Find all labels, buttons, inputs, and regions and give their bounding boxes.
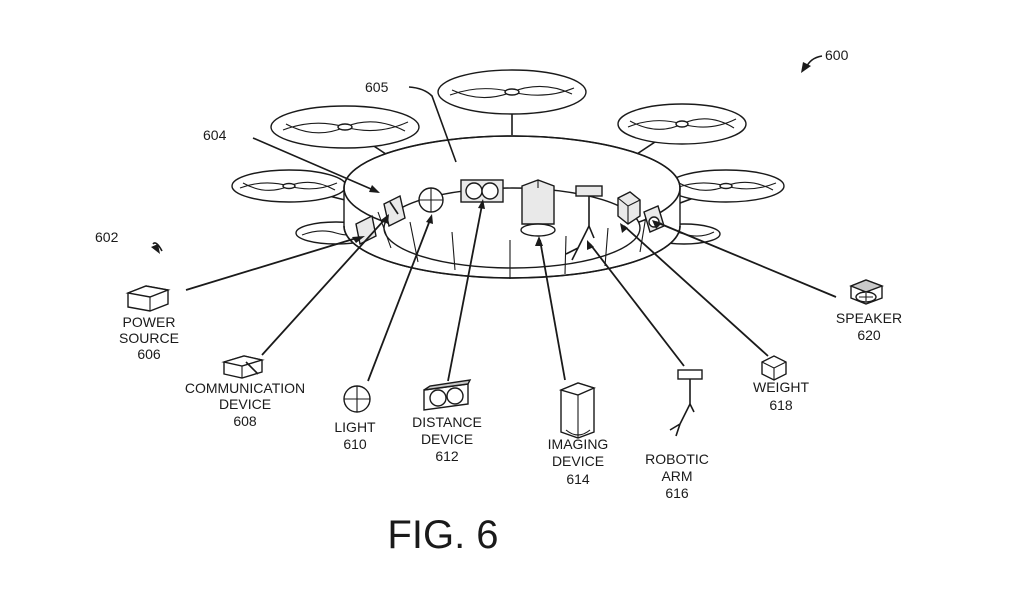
label-line: WEIGHT [753, 379, 809, 395]
dual-lens-icon [423, 379, 472, 411]
label-line: LIGHT [334, 419, 376, 435]
label-line: COMMUNICATION [185, 380, 305, 396]
label-line: SOURCE [119, 330, 179, 346]
robotic-arm-icon [669, 369, 703, 437]
antenna-box-icon [221, 355, 265, 379]
ref-600: 600 [825, 47, 849, 63]
label-line: DEVICE [219, 396, 271, 412]
body-distance-device [460, 179, 504, 203]
arrowheads [151, 185, 662, 254]
label-speaker: SPEAKER 620 [836, 310, 902, 343]
label-ref: 612 [435, 448, 459, 464]
speaker-icon [849, 279, 884, 305]
ref-604: 604 [203, 127, 227, 143]
label-line: ARM [661, 468, 692, 484]
figure-title: FIG. 6 [387, 513, 498, 557]
ref-605: 605 [365, 79, 389, 95]
label-ref: 614 [566, 471, 590, 487]
cube-icon [761, 355, 787, 381]
box-icon [125, 285, 171, 312]
body-imaging-device [520, 179, 556, 237]
body-communication-device [383, 194, 406, 228]
reference-arrow-600 [801, 55, 823, 73]
label-ref: 618 [769, 397, 793, 413]
propeller-back-left [270, 105, 420, 163]
drone-body [343, 135, 681, 279]
label-robotic-arm: ROBOTIC ARM 616 [645, 451, 709, 501]
propeller-top [437, 69, 587, 135]
label-ref: 610 [343, 436, 367, 452]
label-ref: 620 [857, 327, 881, 343]
label-line: POWER [123, 314, 176, 330]
light-bulb-icon [343, 385, 371, 413]
label-imaging-device: IMAGING DEVICE 614 [548, 436, 609, 487]
propeller-right [667, 169, 785, 207]
camera-cylinder-icon [558, 382, 596, 439]
label-ref: 616 [665, 485, 689, 501]
label-line: DEVICE [421, 431, 473, 447]
body-light [418, 187, 444, 213]
label-distance-device: DISTANCE DEVICE 612 [412, 414, 482, 464]
label-communication-device: COMMUNICATION DEVICE 608 [185, 380, 305, 429]
label-line: DEVICE [552, 453, 604, 469]
body-robotic-arm [565, 185, 603, 261]
label-line: DISTANCE [412, 414, 482, 430]
leader-lines [152, 86, 837, 382]
body-weight [617, 191, 641, 225]
propeller-back-right [617, 103, 747, 161]
label-weight: WEIGHT 618 [753, 379, 809, 413]
label-power-source: POWER SOURCE 606 [119, 314, 179, 362]
label-line: SPEAKER [836, 310, 902, 326]
label-ref: 606 [137, 346, 161, 362]
label-line: ROBOTIC [645, 451, 709, 467]
label-ref: 608 [233, 413, 257, 429]
propeller-left [231, 169, 347, 203]
label-light: LIGHT 610 [334, 419, 376, 452]
label-line: IMAGING [548, 436, 609, 452]
ref-602: 602 [95, 229, 119, 245]
